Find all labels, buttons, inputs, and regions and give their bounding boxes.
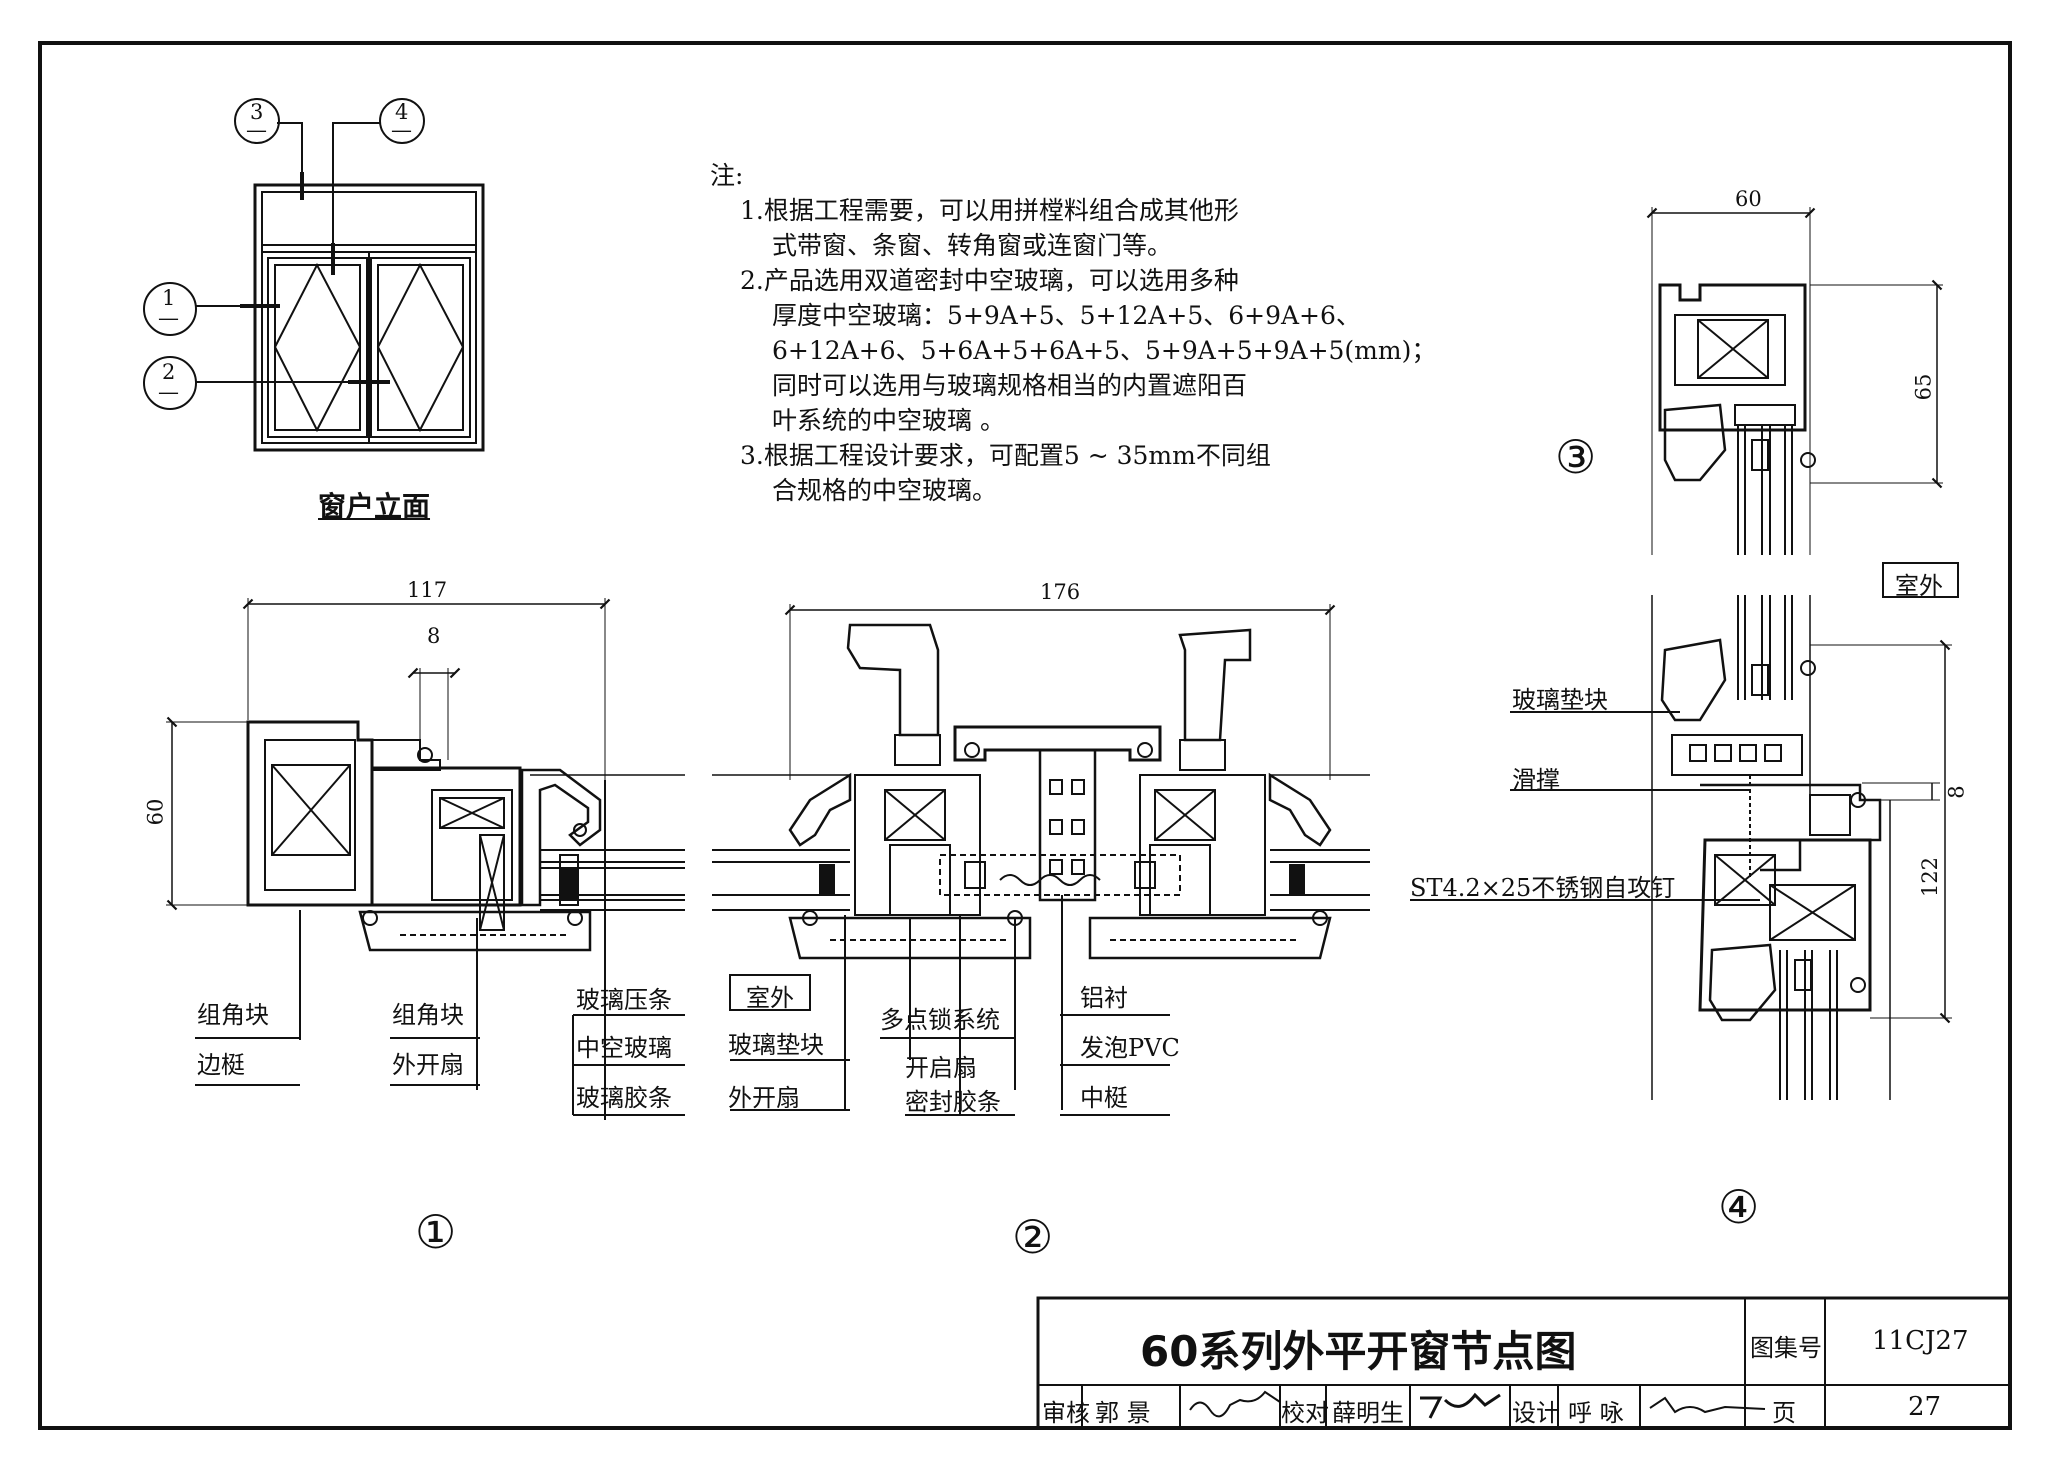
page-label: 页 [1772, 1399, 1796, 1427]
note-line: 式带窗、条窗、转角窗或连窗门等。 [772, 231, 1173, 260]
callout-1-sub: — [158, 306, 179, 330]
checker-name: 薛明生 [1332, 1399, 1404, 1427]
detail-1-marker: ① [415, 1205, 457, 1259]
label-foamed-pvc: 发泡PVC [1080, 1034, 1180, 1062]
reviewer-name: 郭 景 [1095, 1399, 1151, 1427]
label-seal-strip: 密封胶条 [905, 1088, 1001, 1116]
designer-name: 呼 咏 [1568, 1399, 1624, 1427]
detail-3-marker: ③ [1555, 430, 1597, 484]
window-elevation [143, 98, 485, 452]
detail-1-section [166, 598, 685, 1120]
callout-2-number: 2 [162, 360, 176, 384]
design-label: 设计 [1512, 1399, 1560, 1427]
label-insulated-glass: 中空玻璃 [576, 1034, 672, 1062]
label-corner-block-2: 组角块 [392, 1001, 464, 1029]
label-side-stile: 边梃 [197, 1051, 245, 1079]
label-self-tapping-screw: ST4.2×25不锈钢自攻钉 [1410, 874, 1676, 902]
d1-dim-gap: 8 [427, 624, 441, 648]
label-friction-stay: 滑撑 [1512, 766, 1560, 794]
label-glass-setting-block-2: 玻璃垫块 [1512, 686, 1608, 714]
d3-dim-height: 65 [1911, 373, 1936, 401]
note-line: 3.根据工程设计要求，可配置5 ~ 35mm不同组 [740, 441, 1271, 470]
atlas-number: 11CJ27 [1872, 1326, 1969, 1356]
note-line: 叶系统的中空玻璃 。 [772, 406, 1005, 435]
review-label: 审核 [1042, 1399, 1090, 1427]
note-line: 2.产品选用双道密封中空玻璃，可以选用多种 [740, 266, 1239, 295]
label-glass-setting-block: 玻璃垫块 [728, 1031, 824, 1059]
label-outward-sash-2: 外开扇 [728, 1084, 800, 1112]
check-label: 校对 [1281, 1399, 1329, 1427]
detail-2-marker: ② [1012, 1210, 1054, 1264]
label-outward-sash: 外开扇 [392, 1051, 464, 1079]
callout-2-sub: — [158, 380, 179, 404]
sheet-border [38, 41, 2012, 1430]
callout-4-number: 4 [395, 100, 409, 124]
note-line: 同时可以选用与玻璃规格相当的内置遮阳百 [772, 371, 1248, 400]
label-glazing-bead: 玻璃压条 [576, 986, 672, 1014]
note-line: 厚度中空玻璃：5+9A+5、5+12A+5、6+9A+6、 [772, 301, 1361, 330]
note-line: 6+12A+6、5+6A+5+6A+5、5+9A+5+9A+5(mm)； [772, 336, 1437, 365]
label-opening-sash: 开启扇 [905, 1054, 977, 1082]
detail-3-4-section [1410, 207, 1959, 1100]
label-aluminum-lining: 铝衬 [1080, 984, 1128, 1012]
note-line: 1.根据工程需要，可以用拼樘料组合成其他形 [740, 196, 1239, 225]
label-multipoint-lock: 多点锁系统 [880, 1006, 1000, 1034]
d4-dim-gap: 8 [1944, 785, 1969, 799]
elevation-caption: 窗户立面 [318, 490, 431, 523]
notes-block: 注: 1.根据工程需要，可以用拼樘料组合成其他形 式带窗、条窗、转角窗或连窗门等… [710, 158, 1436, 508]
title-block-lines [1036, 1296, 2012, 1430]
detail-4-marker: ④ [1718, 1180, 1760, 1234]
label-mullion: 中梃 [1080, 1084, 1128, 1112]
d1-dim-height: 60 [143, 798, 168, 826]
notes-heading: 注: [710, 161, 744, 190]
detail-2-section [712, 604, 1370, 1116]
callout-3-number: 3 [250, 100, 264, 124]
callout-1-number: 1 [162, 286, 176, 310]
d3-dim-width: 60 [1735, 187, 1762, 211]
label-outside: 室外 [746, 984, 794, 1012]
page-number: 27 [1908, 1392, 1942, 1422]
label-outside-2: 室外 [1895, 572, 1943, 600]
drawing-title: 60系列外平开窗节点图 [1140, 1327, 1577, 1376]
note-line: 合规格的中空玻璃。 [772, 476, 998, 505]
label-glazing-strip: 玻璃胶条 [576, 1084, 672, 1112]
d1-dim-width: 117 [407, 578, 448, 602]
callout-4-sub: — [391, 118, 412, 142]
callout-3-sub: — [246, 118, 267, 142]
label-corner-block: 组角块 [197, 1001, 269, 1029]
d2-dim-width: 176 [1040, 580, 1081, 604]
d4-dim-height: 122 [1918, 856, 1943, 898]
atlas-label: 图集号 [1750, 1334, 1822, 1362]
